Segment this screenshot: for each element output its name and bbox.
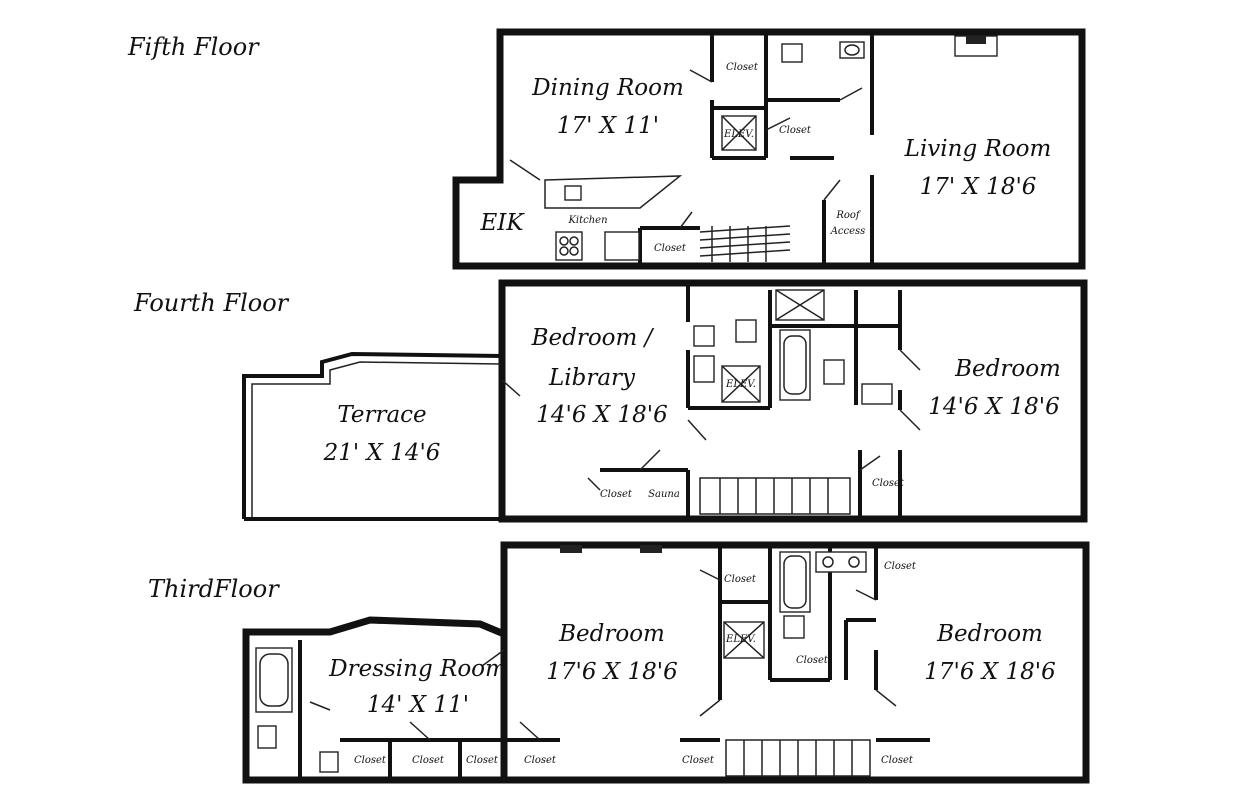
- burner: [569, 236, 579, 246]
- door-swing: [501, 349, 921, 491]
- dressing-room-wall: [242, 616, 506, 784]
- roof-access-label-line1: Roof: [835, 210, 862, 221]
- sink-icon: [861, 383, 893, 405]
- fifth-floor: Fifth Floor: [127, 28, 1086, 270]
- sink-icon: [839, 41, 865, 59]
- toilet-icon: [781, 43, 803, 63]
- bedroom-right-dims: 17'6 X 18'6: [924, 659, 1055, 685]
- stairs-icon: [725, 739, 871, 777]
- bedroom-right-label: Bedroom: [936, 621, 1043, 647]
- burner: [559, 246, 569, 256]
- terrace-railing-inner: [251, 361, 501, 519]
- closet-label: Closet: [600, 489, 633, 500]
- toilet-icon: [823, 359, 845, 385]
- toilet-icon: [693, 355, 715, 383]
- fourth-floor: Fourth Floor Bedroom / Library 14'6 X: [133, 279, 1088, 523]
- toilet-icon: [257, 725, 277, 749]
- kitchen-sink-icon: [564, 185, 582, 201]
- burner: [559, 236, 569, 246]
- stove-icon: [555, 231, 583, 261]
- bedroom-dims: 14'6 X 18'6: [928, 394, 1059, 420]
- wall: [600, 283, 902, 519]
- door-swing: [509, 69, 863, 229]
- closet-label: Closet: [466, 755, 499, 766]
- closet-label: Closet: [881, 755, 914, 766]
- closet-label: Closet: [724, 574, 757, 585]
- elevator-label: ELEV.: [723, 129, 754, 140]
- living-room-dims: 17' X 18'6: [920, 174, 1037, 200]
- window-mark: [640, 545, 662, 553]
- elevator-label: ELEV.: [725, 379, 756, 390]
- dining-room-dims: 17' X 11': [557, 113, 659, 139]
- fourth-floor-label: Fourth Floor: [133, 289, 290, 317]
- roof-access-label-line2: Access: [830, 226, 866, 237]
- counter: [604, 231, 640, 261]
- bedroom-label: Bedroom: [954, 356, 1061, 382]
- stairs-icon: [699, 225, 791, 262]
- kitchen-label: Kitchen: [567, 215, 607, 226]
- terrace-label: Terrace: [337, 402, 426, 428]
- fireplace-opening: [966, 36, 986, 44]
- door-swing: [309, 569, 897, 741]
- closet-label: Closet: [524, 755, 557, 766]
- bedroom-left-dims: 17'6 X 18'6: [546, 659, 677, 685]
- stairs-icon: [699, 477, 851, 515]
- bedroom-left-label: Bedroom: [558, 621, 665, 647]
- closet-label: Closet: [726, 62, 759, 73]
- closet-label: Closet: [779, 125, 812, 136]
- elevator-cross: [723, 621, 765, 659]
- terrace-railing: [242, 351, 503, 519]
- burner: [569, 246, 579, 256]
- elevator-label: ELEV.: [725, 634, 756, 645]
- sink-basin: [844, 44, 860, 56]
- bedroom-library-dims: 14'6 X 18'6: [536, 402, 667, 428]
- fourth-floor-outer-wall: [498, 279, 1088, 523]
- sink-basin: [822, 556, 834, 568]
- sink-icon: [319, 751, 339, 773]
- elevator-cross: [721, 115, 757, 151]
- bathtub-basin: [783, 555, 807, 609]
- closet-label: Closet: [682, 755, 715, 766]
- window-mark: [560, 545, 582, 553]
- toilet-icon: [735, 319, 757, 343]
- bedroom-library-label-line1: Bedroom /: [531, 325, 655, 351]
- bedroom-library-label-line2: Library: [548, 365, 636, 391]
- bathtub-basin: [783, 335, 807, 395]
- closet-label: Closet: [884, 561, 917, 572]
- closet-label: Closet: [354, 755, 387, 766]
- sink-icon: [693, 325, 715, 347]
- sauna-label: Sauna: [648, 489, 680, 500]
- sink-basin: [848, 556, 860, 568]
- fifth-floor-label: Fifth Floor: [127, 33, 260, 61]
- living-room-label: Living Room: [904, 136, 1052, 162]
- dressing-room-dims: 14' X 11': [367, 692, 469, 718]
- toilet-icon: [783, 615, 805, 639]
- closet-label: Closet: [796, 655, 829, 666]
- closet-label: Closet: [872, 478, 905, 489]
- kitchen-island: [544, 175, 683, 209]
- elevator-cross: [721, 365, 761, 403]
- third-floor: ThirdFloor Dressing Room 14' X: [148, 541, 1090, 784]
- closet-label: Closet: [412, 755, 445, 766]
- dressing-room-label: Dressing Room: [328, 656, 507, 682]
- third-floor-outer-wall: [500, 541, 1090, 784]
- wall: [298, 545, 930, 780]
- terrace-dims: 21' X 14'6: [323, 440, 441, 466]
- third-floor-label: ThirdFloor: [148, 575, 280, 603]
- closet-label: Closet: [654, 243, 687, 254]
- shower-cross: [775, 289, 825, 321]
- bathtub-basin: [259, 653, 289, 707]
- eik-label: EIK: [479, 210, 525, 236]
- dining-room-label: Dining Room: [531, 75, 684, 101]
- fifth-floor-outer-wall: [452, 28, 1086, 270]
